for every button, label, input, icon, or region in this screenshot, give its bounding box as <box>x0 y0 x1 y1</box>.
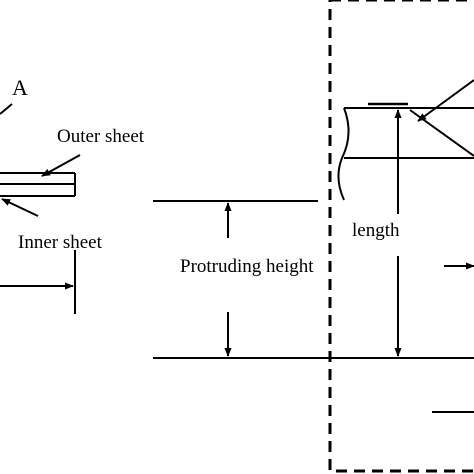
protruding-height-dimension <box>153 200 474 359</box>
detail-marker-leader <box>0 103 13 115</box>
length-label: length <box>352 220 400 241</box>
profile-diagonal-line <box>409 109 474 157</box>
detail-profile <box>337 79 474 201</box>
inner-sheet-arrow <box>1 198 39 217</box>
outer-sheet-label: Outer sheet <box>57 126 145 147</box>
sheet-cross-section <box>0 172 76 197</box>
profile-break-edge <box>337 107 350 201</box>
detail-marker-label: A <box>12 75 28 100</box>
protruding-height-label: Protruding height <box>180 256 314 277</box>
outer-sheet-arrow <box>41 154 81 177</box>
detail-view-box <box>328 0 474 473</box>
inner-sheet-label: Inner sheet <box>18 232 103 253</box>
profile-leader-arrow <box>417 79 474 122</box>
